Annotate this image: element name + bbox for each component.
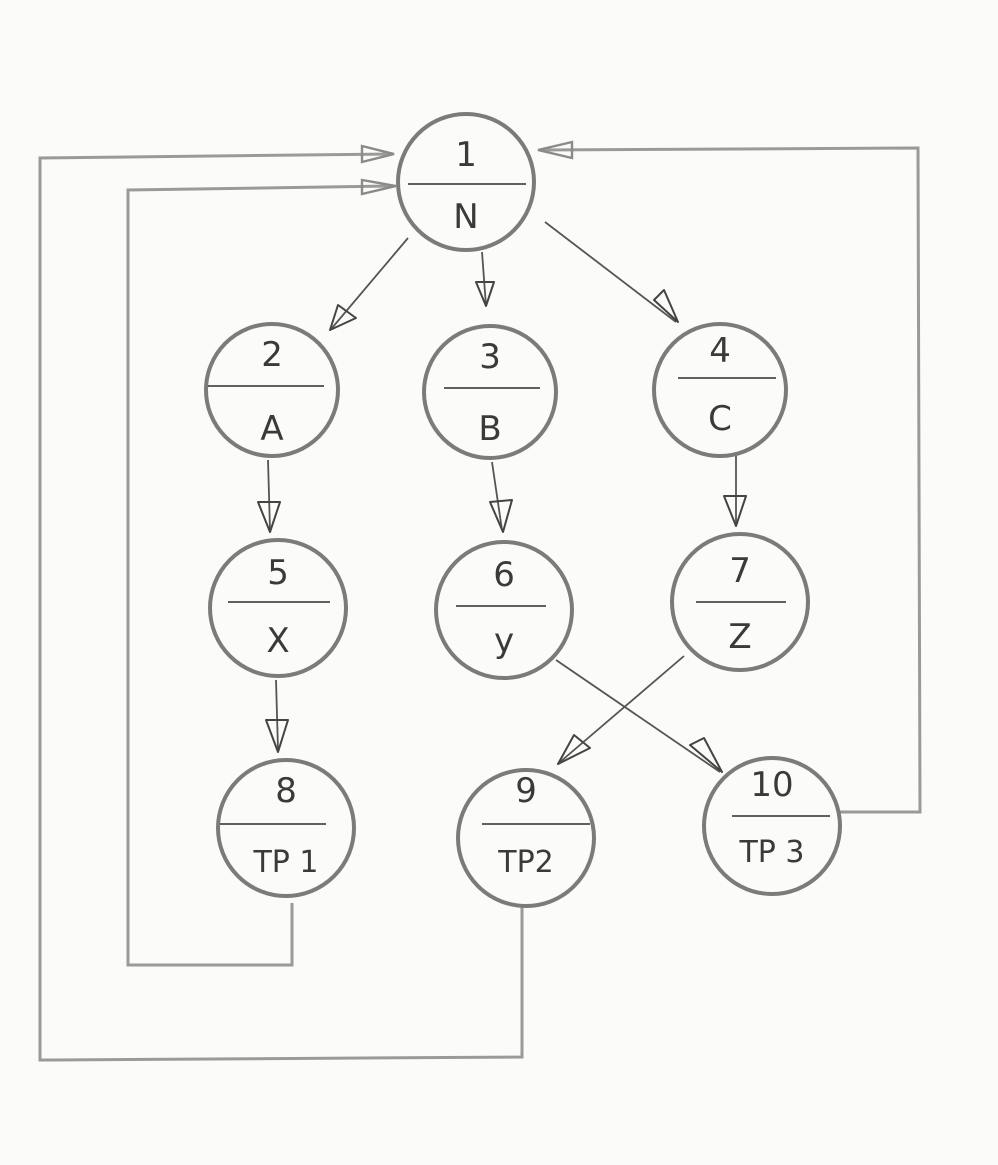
node-5: 5 X [208, 538, 348, 678]
node-8-number: 8 [275, 771, 297, 811]
edge-2-to-5 [267, 459, 271, 531]
node-7-number: 7 [729, 551, 751, 591]
arrowhead-5-to-8 [265, 719, 289, 753]
node-9: 9 TP2 [456, 768, 596, 908]
node-5-label: X [266, 621, 289, 661]
feedback-edge-8-to-1 [126, 184, 393, 967]
feedback-edge-10-to-1 [539, 146, 922, 814]
node-10: 10 TP 3 [702, 756, 842, 896]
edge-1-to-2 [331, 237, 409, 329]
edge-3-to-6 [491, 461, 503, 531]
node-10-label: TP 3 [738, 835, 804, 870]
node-3: 3 B [422, 324, 558, 460]
node-2-label: A [260, 409, 283, 449]
node-6-number: 6 [493, 555, 515, 595]
edge-1-to-4 [544, 221, 677, 323]
edge-7-to-9 [559, 655, 685, 763]
node-1-number: 1 [455, 135, 477, 175]
arrowhead-2-to-5 [257, 501, 281, 533]
arrowhead-6-to-10 [689, 737, 723, 773]
node-6: 6 y [434, 540, 574, 680]
arrowhead-1-to-3 [475, 281, 495, 307]
node-8-label: TP 1 [252, 845, 318, 880]
node-7: 7 Z [670, 532, 810, 672]
node-10-number: 10 [750, 765, 793, 805]
edge-1-to-3 [481, 251, 487, 307]
node-3-label: B [478, 409, 501, 449]
node-5-number: 5 [267, 553, 289, 593]
node-2-number: 2 [261, 335, 283, 375]
arrowhead-3-to-6 [489, 499, 513, 533]
node-2: 2 A [204, 322, 340, 458]
node-9-number: 9 [515, 771, 537, 811]
node-7-label: Z [728, 617, 751, 657]
arrowhead-feedback-8 [360, 178, 397, 196]
arrowhead-feedback-9 [360, 144, 395, 164]
arrowhead-1-to-4 [653, 289, 679, 323]
arrowhead-1-to-2 [329, 304, 357, 331]
node-4-number: 4 [709, 331, 731, 371]
node-9-label: TP2 [497, 845, 554, 880]
node-4: 4 C [652, 322, 788, 458]
arrowhead-7-to-9 [557, 734, 591, 765]
edge-5-to-8 [275, 679, 279, 751]
edge-6-to-10 [555, 659, 721, 773]
node-1-label: N [453, 197, 478, 237]
node-4-label: C [708, 399, 732, 439]
arrowhead-feedback-10 [537, 140, 574, 160]
node-6-label: y [494, 621, 514, 661]
arrowhead-4-to-7 [723, 495, 747, 527]
node-3-number: 3 [479, 337, 501, 377]
node-8: 8 TP 1 [216, 758, 356, 898]
feedback-edge-9-to-1 [38, 152, 524, 1062]
node-1: 1 N [396, 112, 536, 252]
